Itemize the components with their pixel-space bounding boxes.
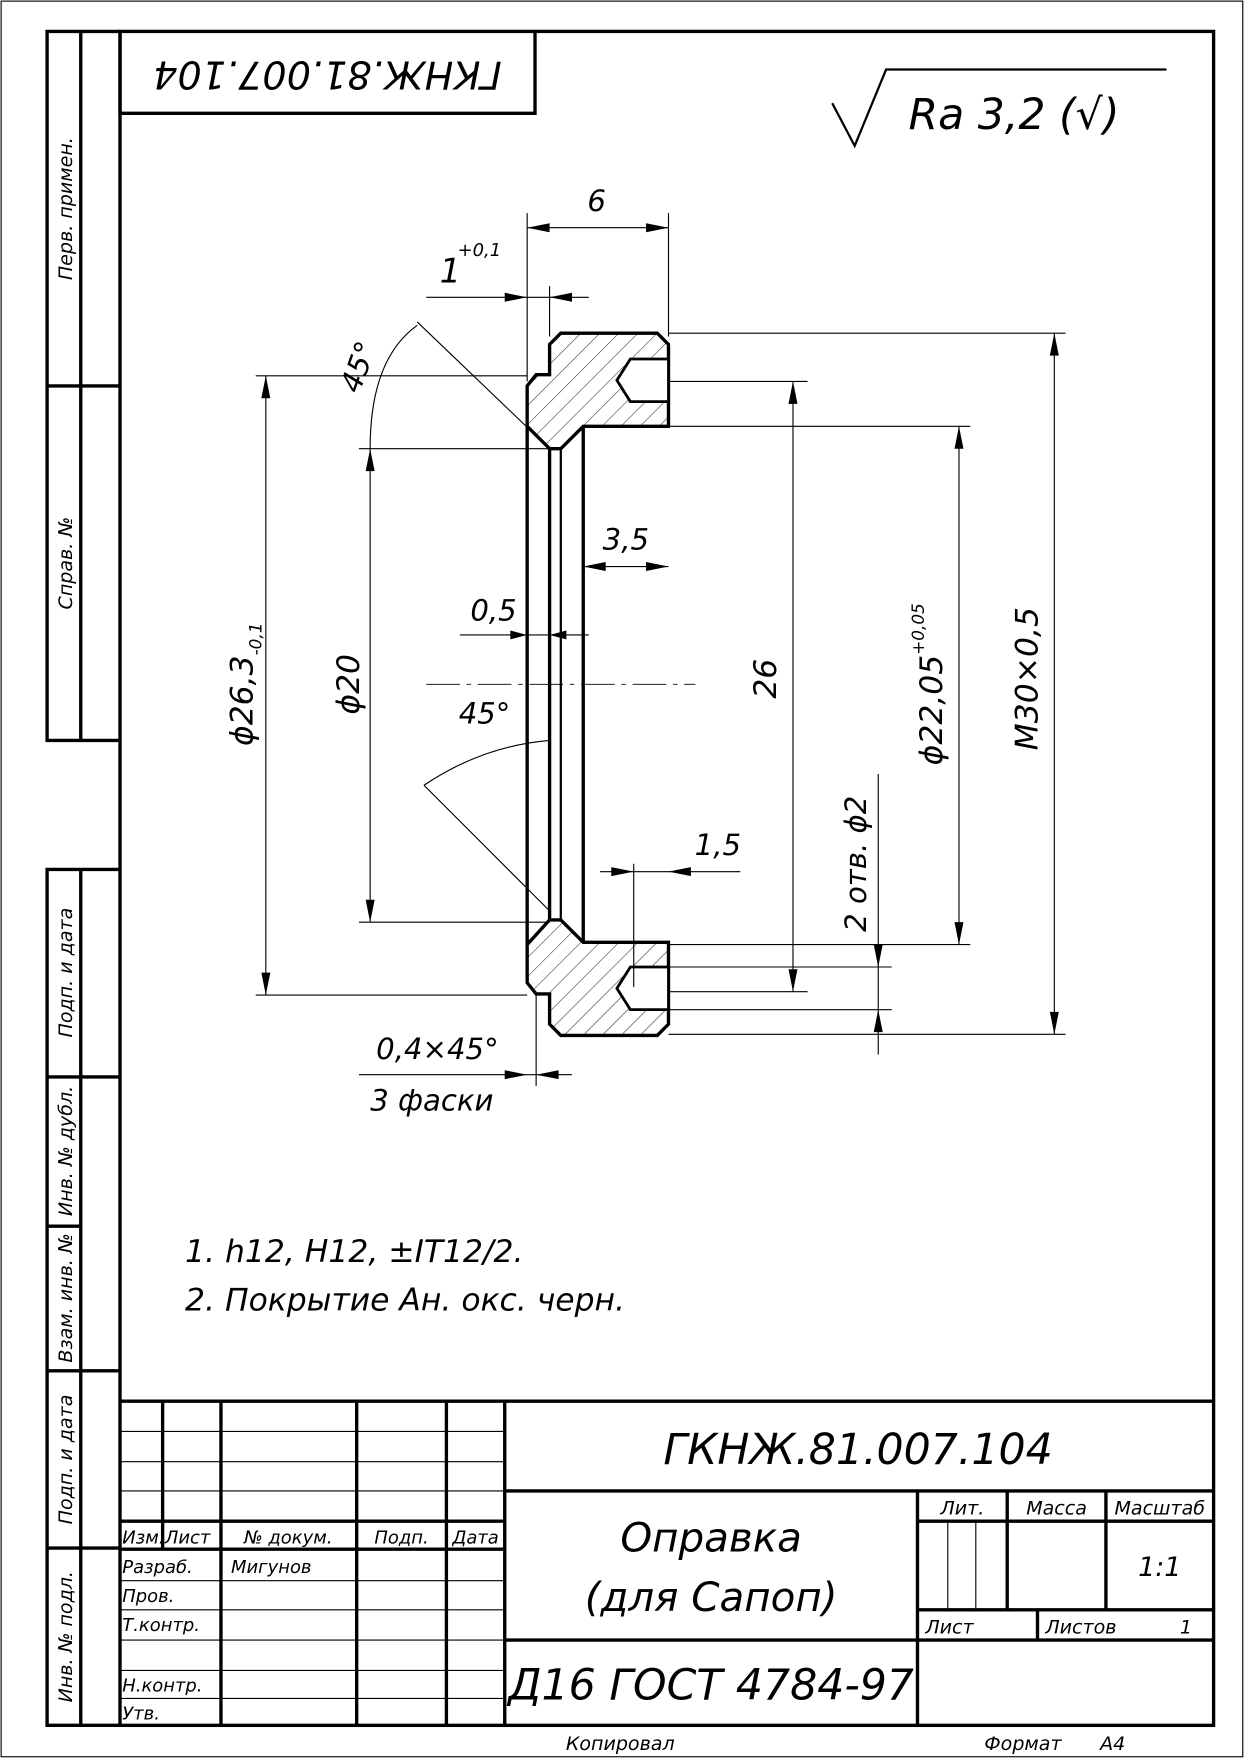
role-prov: Пров.: [122, 1586, 174, 1607]
header-list: Лист: [164, 1528, 211, 1549]
dim-dia-outer-left-tol: -0,1: [245, 623, 265, 656]
sheets-count: 1: [1180, 1616, 1192, 1638]
masshtab-label: Масштаб: [1114, 1497, 1205, 1519]
dim-thread: M30×0,5: [1010, 607, 1046, 750]
top-code-box: ГКНЖ.81.007.104: [118, 31, 537, 115]
drawing-frame: [118, 29, 1216, 1728]
strip-podp-data-2: Подп. и дата: [55, 1395, 77, 1525]
dim-dia-bore-tol: +0,05: [908, 603, 928, 655]
header-izm: Изм.: [122, 1528, 164, 1549]
dim-groove-depth: 0,5: [470, 593, 516, 627]
copied-label: Копировал: [566, 1733, 675, 1755]
dim-hole-spacing: 26: [748, 659, 784, 699]
dim-dia-bore: ϕ22,05+0,05: [908, 603, 950, 765]
header-no-dokum: № докум.: [243, 1528, 332, 1549]
strip-perv-primen: Перв. примен.: [55, 137, 77, 280]
dim-dia-outer-left: ϕ26,3-0,1: [224, 623, 265, 746]
strip-inv-dubl: Инв. № дубл.: [55, 1086, 77, 1216]
developer-name: Мигунов: [231, 1557, 311, 1578]
role-razrab: Разраб.: [122, 1557, 192, 1578]
format-value: А4: [1098, 1733, 1125, 1755]
dim-width-total: 6: [587, 184, 606, 218]
strip-vzam-inv: Взам. инв. №: [55, 1233, 77, 1362]
part-section: [426, 331, 696, 1038]
material: Д16 ГОСТ 4784-97: [506, 1661, 914, 1711]
dim-dia-20: ϕ20: [331, 654, 367, 715]
dim-chamfer-count: 3 фаски: [370, 1084, 493, 1118]
top-code-rotated: ГКНЖ.81.007.104: [153, 52, 501, 96]
massa-label: Масса: [1026, 1497, 1087, 1519]
strip-inv-podl: Инв. № подл.: [55, 1571, 77, 1702]
dim-angle-top: 45°: [334, 337, 384, 397]
left-strip: Перв. примен. Справ. № Подп. и дата Инв.…: [45, 29, 121, 1728]
header-data: Дата: [451, 1528, 498, 1549]
sheets-label: Листов: [1044, 1616, 1116, 1638]
scale-value: 1:1: [1138, 1552, 1181, 1583]
part-name-line2: (для Сапоп): [585, 1574, 838, 1621]
dim-angle-mid: 45°: [459, 697, 511, 731]
strip-sprav-no: Справ. №: [55, 517, 77, 610]
hole-bottom: [615, 965, 670, 1012]
arrowheads: [261, 223, 1059, 1080]
dim-hole-depth: 1,5: [695, 828, 741, 862]
dim-bore-depth: 3,5: [603, 523, 649, 557]
lit-label: Лит.: [939, 1497, 984, 1519]
role-nkontr: Н.контр.: [122, 1676, 202, 1697]
header-podp: Подп.: [374, 1528, 428, 1549]
title-block: ГКНЖ.81.007.104 Оправка (для Сапоп) Д16 …: [120, 1399, 1214, 1755]
hole-top: [615, 357, 670, 404]
role-tkontr: Т.контр.: [122, 1615, 200, 1636]
note-1: 1. h12, H12, ±IT12/2.: [185, 1234, 523, 1270]
designation: ГКНЖ.81.007.104: [663, 1425, 1052, 1475]
dim-holes: 2 отв. ϕ2: [839, 796, 873, 932]
dim-groove-width: 1: [440, 252, 461, 291]
dim-groove-tol: +0,1: [458, 240, 502, 261]
format-label: Формат: [984, 1733, 1062, 1755]
dim-chamfer: 0,4×45°: [376, 1032, 498, 1066]
role-utv: Утв.: [122, 1704, 160, 1725]
sheet-label: Лист: [924, 1616, 974, 1638]
note-2: 2. Покрытие Ан. окс. черн.: [185, 1282, 625, 1318]
strip-podp-data-1: Подп. и дата: [55, 908, 77, 1038]
part-name-line1: Оправка: [620, 1514, 801, 1561]
roughness-mark: Ra 3,2 (√): [831, 68, 1167, 149]
roughness-text: Ra 3,2 (√): [909, 90, 1120, 140]
